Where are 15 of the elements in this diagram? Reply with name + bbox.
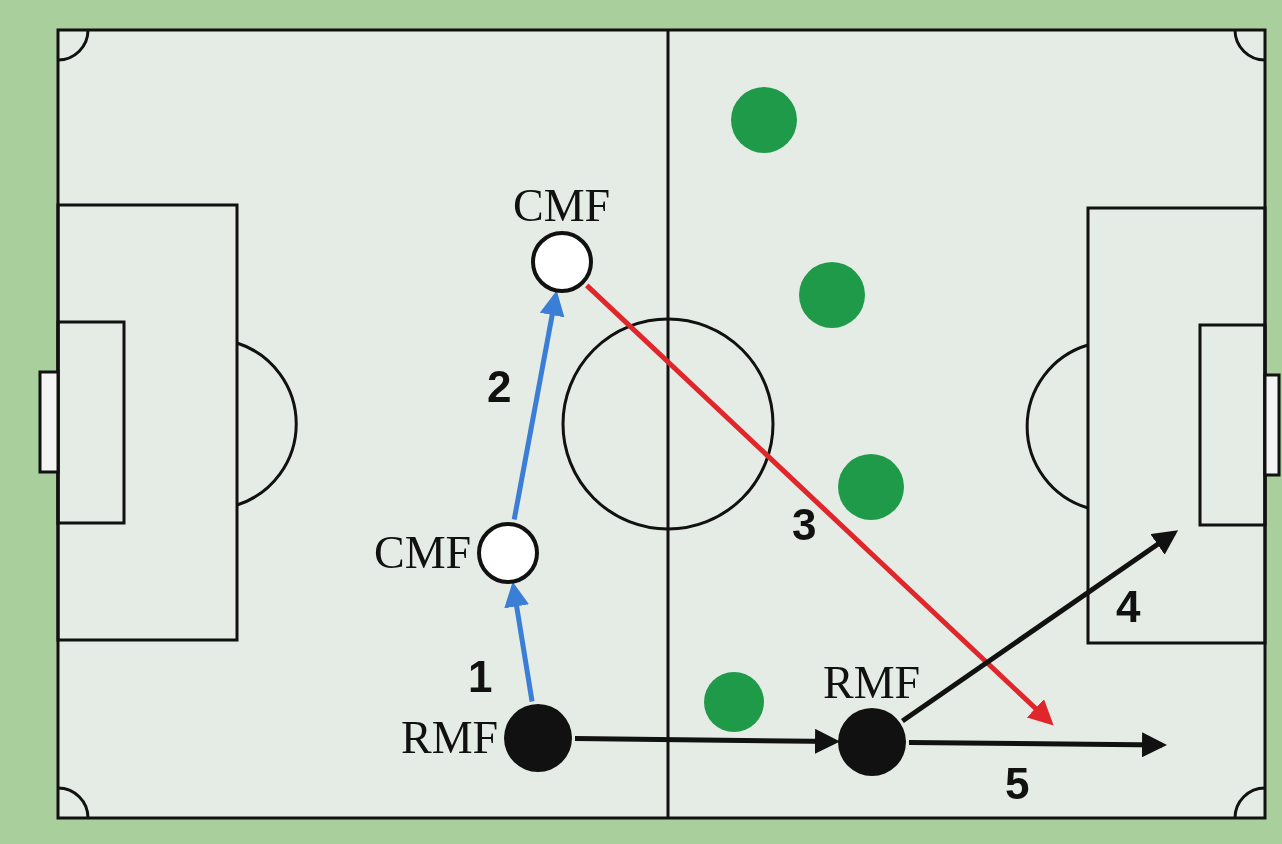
arrow — [908, 732, 1167, 758]
arrow — [901, 530, 1179, 723]
edge-label: 4 — [1116, 585, 1141, 629]
arrow — [585, 283, 1054, 726]
edge-label: 3 — [792, 503, 817, 547]
player-label: CMF — [513, 183, 611, 229]
edge-label: 5 — [1005, 762, 1030, 806]
player-label: RMF — [401, 715, 499, 761]
arrow — [504, 581, 535, 702]
edge-label: 1 — [468, 655, 493, 699]
player-label: RMF — [823, 660, 921, 706]
arrow — [511, 290, 565, 521]
arrow — [574, 728, 840, 754]
player-label: CMF — [374, 530, 472, 576]
edge-label: 2 — [487, 365, 512, 409]
